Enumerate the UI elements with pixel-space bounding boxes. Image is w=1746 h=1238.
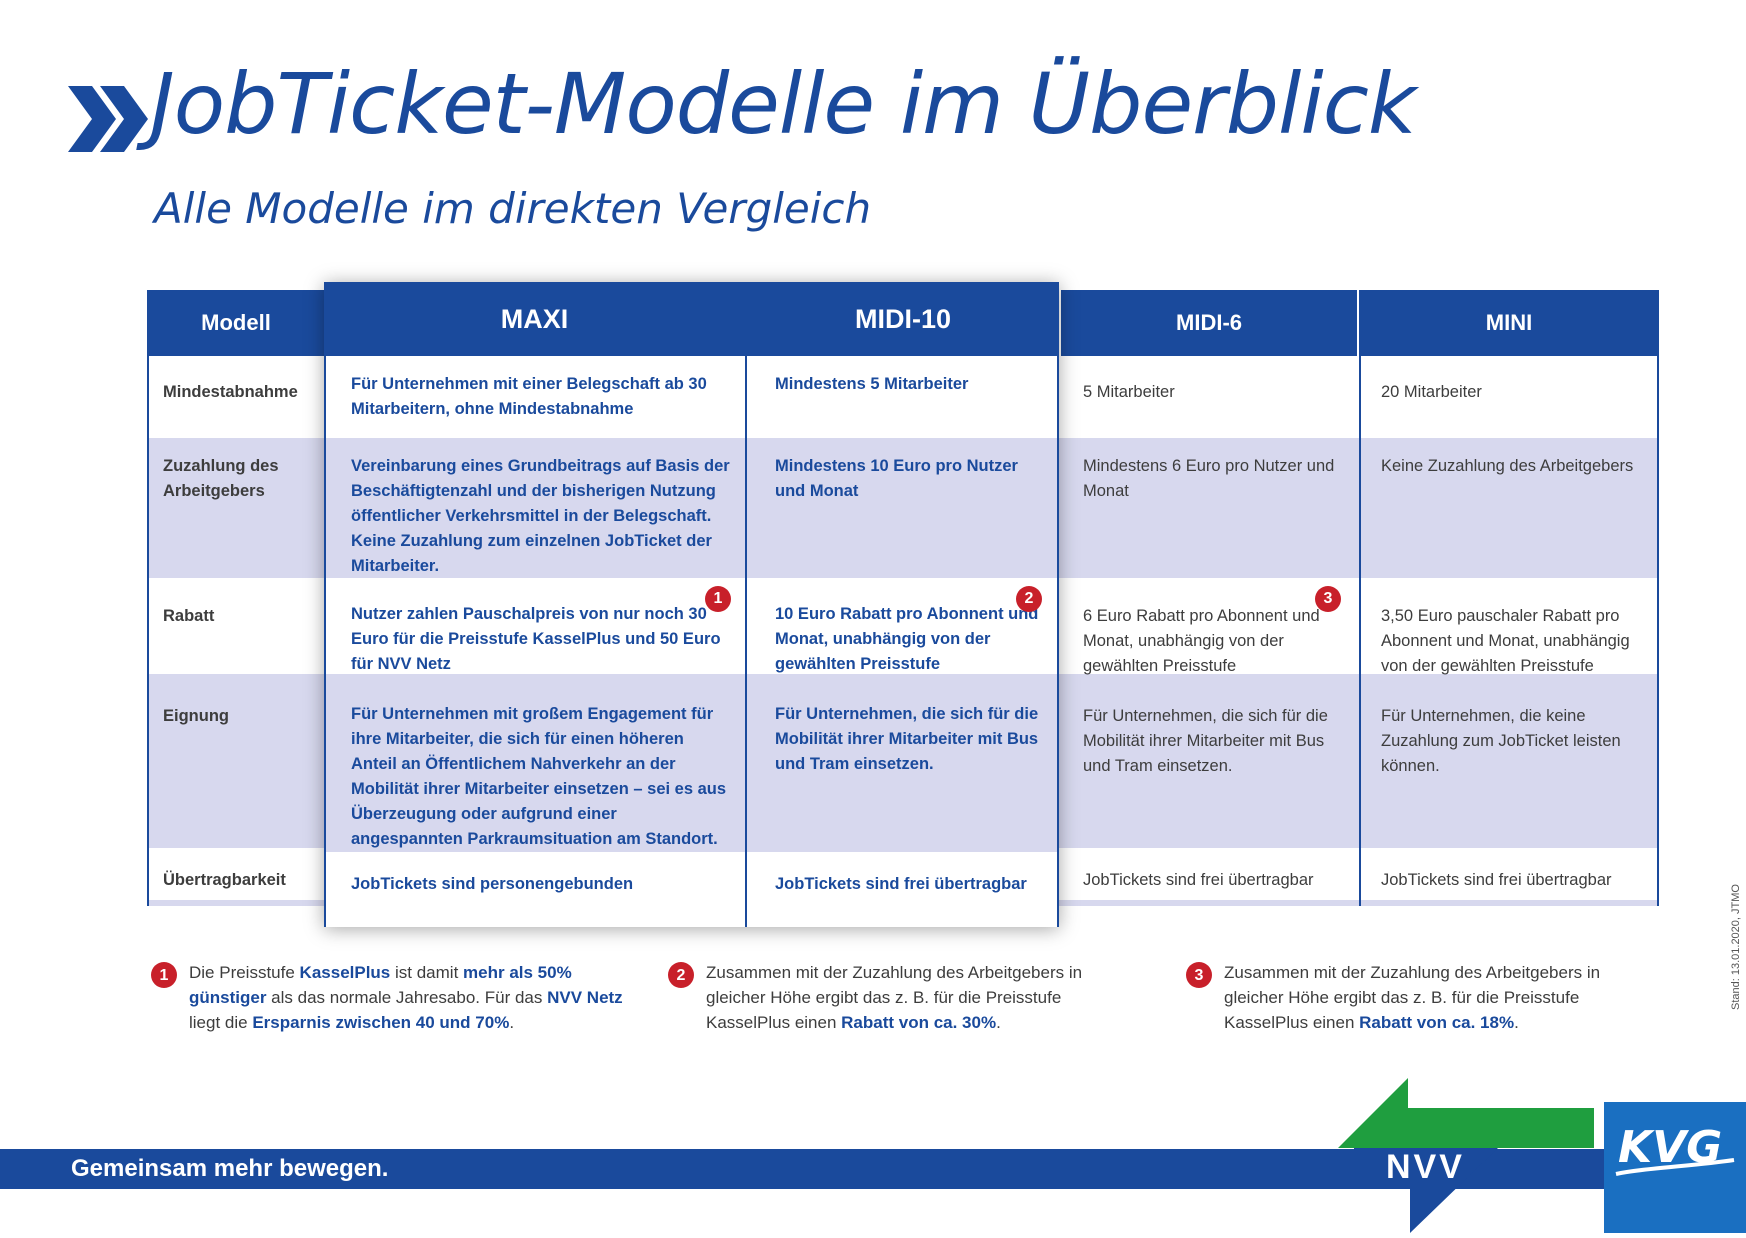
header-midi-10: MIDI-10 xyxy=(747,282,1059,356)
maxi-uebertragbarkeit: JobTickets sind personengebunden xyxy=(351,875,634,893)
page-title: JobTicket-Modelle im Überblick xyxy=(150,55,1417,153)
maxi-mindestabnahme: Für Unternehmen mit einer Belegschaft ab… xyxy=(351,375,707,418)
table-right-border xyxy=(1657,290,1659,906)
card-bg-zuzahlung xyxy=(324,438,1059,578)
badge-1: 1 xyxy=(705,586,731,612)
footnote-2-badge: 2 xyxy=(668,962,694,988)
card-bg-uebertragbarkeit xyxy=(324,852,1059,927)
table-left-border xyxy=(147,290,149,906)
highlight-card: MAXI MIDI-10 Für Unternehmen mit einer B… xyxy=(324,282,1059,927)
midi6-mindestabnahme: 5 Mitarbeiter xyxy=(1083,383,1175,401)
kvg-logo-graphic: KVG xyxy=(1615,1122,1735,1176)
footnote-3-badge: 3 xyxy=(1186,962,1212,988)
midi6-rabatt: 6 Euro Rabatt pro Abonnent und Monat, un… xyxy=(1083,607,1320,675)
divider-maxi-midi10 xyxy=(745,282,747,927)
comparison-table: Modell MIDI-6 MINI Mindestabnahme Zuzahl… xyxy=(147,282,1659,927)
midi10-zuzahlung: Mindestens 10 Euro pro Nutzer und Monat xyxy=(775,457,1018,500)
kvg-logo: KVG xyxy=(1604,1102,1746,1233)
card-left-border xyxy=(324,282,326,927)
card-bg-mindestabnahme xyxy=(324,356,1059,438)
header-maxi: MAXI xyxy=(324,282,745,356)
header-midi-6: MIDI-6 xyxy=(1061,290,1357,356)
label-uebertragbarkeit: Übertragbarkeit xyxy=(163,871,286,889)
card-right-border xyxy=(1057,282,1059,927)
midi6-uebertragbarkeit: JobTickets sind frei übertragbar xyxy=(1083,871,1314,889)
label-zuzahlung: Zuzahlung des Arbeitgebers xyxy=(163,457,279,500)
label-rabatt: Rabatt xyxy=(163,607,215,625)
midi10-eignung: Für Unternehmen, die sich für die Mobili… xyxy=(775,705,1039,773)
divider-midi6-mini xyxy=(1359,290,1361,906)
midi10-uebertragbarkeit: JobTickets sind frei übertragbar xyxy=(775,875,1027,893)
midi10-mindestabnahme: Mindestens 5 Mitarbeiter xyxy=(775,375,969,393)
midi6-eignung: Für Unternehmen, die sich für die Mobili… xyxy=(1083,707,1328,775)
header-mini: MINI xyxy=(1361,290,1657,356)
midi10-rabatt: 10 Euro Rabatt pro Abonnent und Monat, u… xyxy=(775,605,1039,673)
stand-date: Stand: 13.01.2020, JTMO xyxy=(1730,884,1742,1010)
mini-mindestabnahme: 20 Mitarbeiter xyxy=(1381,383,1482,401)
footnote-3: 3 Zusammen mit der Zuzahlung des Arbeitg… xyxy=(1186,960,1664,1035)
mini-rabatt: 3,50 Euro pauschaler Rabatt pro Abonnent… xyxy=(1381,607,1630,675)
mini-eignung: Für Unternehmen, die keine Zuzahlung zum… xyxy=(1381,707,1621,775)
kvg-logo-text: KVG xyxy=(1618,1122,1722,1173)
footnote-1: 1 Die Preisstufe KasselPlus ist damit me… xyxy=(151,960,627,1035)
nvv-logo: NVV xyxy=(1338,1078,1594,1233)
label-eignung: Eignung xyxy=(163,707,229,725)
footnote-2: 2 Zusammen mit der Zuzahlung des Arbeitg… xyxy=(668,960,1146,1035)
footer-slogan: Gemeinsam mehr bewegen. xyxy=(71,1155,389,1182)
card-bg-rabatt xyxy=(324,578,1059,674)
maxi-zuzahlung: Vereinbarung eines Grundbeitrags auf Bas… xyxy=(351,457,730,575)
nvv-logo-text: NVV xyxy=(1386,1148,1465,1186)
header-modell: Modell xyxy=(147,290,325,356)
mini-zuzahlung: Keine Zuzahlung des Arbeitgebers xyxy=(1381,457,1634,475)
page-subtitle: Alle Modelle im direkten Vergleich xyxy=(154,184,872,233)
mini-uebertragbarkeit: JobTickets sind frei übertragbar xyxy=(1381,871,1612,889)
maxi-rabatt: Nutzer zahlen Pauschalpreis von nur noch… xyxy=(351,605,721,673)
footnote-1-badge: 1 xyxy=(151,962,177,988)
card-bg-eignung xyxy=(324,674,1059,852)
maxi-eignung: Für Unternehmen mit großem Engagement fü… xyxy=(351,705,727,848)
double-chevron-icon xyxy=(68,86,148,152)
label-mindestabnahme: Mindestabnahme xyxy=(163,383,298,401)
badge-2: 2 xyxy=(1016,586,1042,612)
midi6-zuzahlung: Mindestens 6 Euro pro Nutzer und Monat xyxy=(1083,457,1335,500)
badge-3: 3 xyxy=(1315,586,1341,612)
